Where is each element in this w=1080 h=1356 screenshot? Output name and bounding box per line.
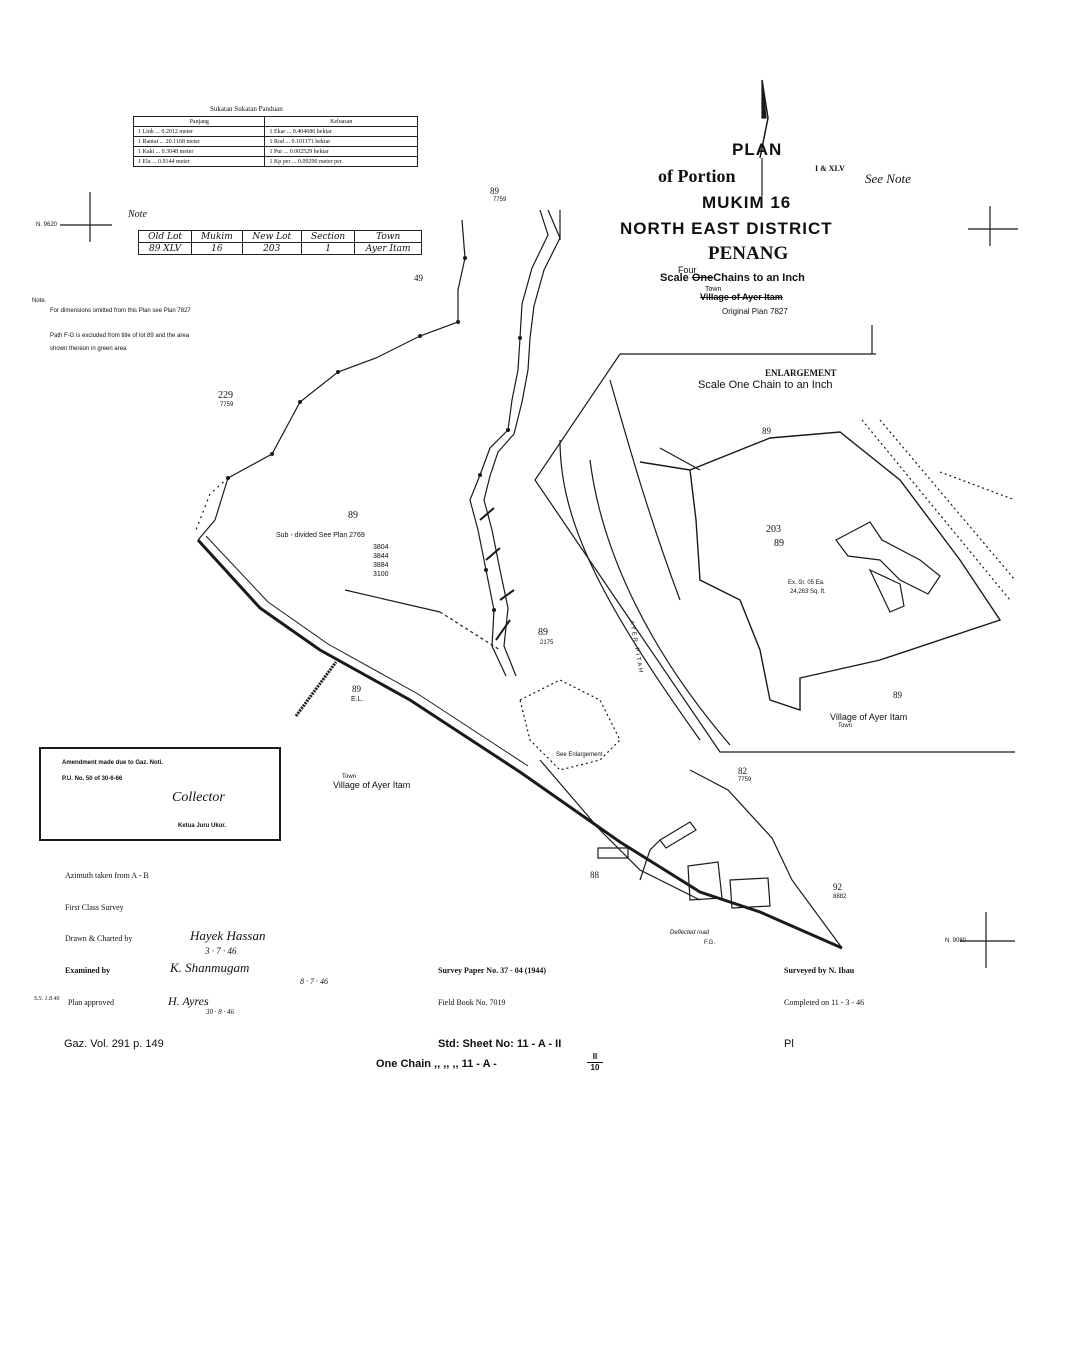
surveyed-by: Surveyed by N. Ibau [784, 966, 855, 975]
plan-approved-label: Plan approved [68, 998, 114, 1007]
drawn-label: Drawn & Charted by [65, 934, 133, 943]
lot-92: 92 [833, 882, 842, 892]
lot-82: 82 [738, 766, 747, 776]
one-chain-sheet: One Chain ,, ,, ,, 11 - A - [376, 1058, 497, 1070]
town-main: Town [342, 774, 357, 780]
amendment-signature: Collector [172, 790, 225, 805]
district-title: NORTH EAST DISTRICT [620, 219, 833, 238]
approved-date: 30 · 8 · 46 [206, 1008, 234, 1016]
village-main: Village of Ayer Itam [333, 780, 411, 790]
mukim-title: MUKIM 16 [702, 193, 792, 212]
std-sheet: Std: Sheet No: 11 - A - II [438, 1038, 562, 1050]
enlargement-scale: Scale One Chain to an Inch [698, 379, 833, 391]
lot-49: 49 [414, 273, 423, 283]
enlargement-title: ENLARGEMENT [765, 368, 837, 378]
lot-table-row: 89 XLV 16 203 1 Ayer Itam [137, 242, 422, 255]
drawn-signature: Hayek Hassan [190, 928, 266, 943]
conversion-row: 1 Kaki ... 0.3048 meter 1 Pur ... 0.0025… [132, 146, 418, 157]
approved-prefix: S.S. 1.8.46 [34, 996, 60, 1002]
conversion-table-title: Sukatan Sukatan Panduan [210, 105, 283, 113]
lot-89-top: 89 [490, 186, 499, 196]
survey-paper: Survey Paper No. 37 - 04 (1944) [438, 966, 547, 975]
scale-struck: One [691, 272, 714, 284]
lot-88: 88 [590, 870, 599, 880]
plan-title: PLAN [732, 140, 783, 159]
town-inserted: Town [705, 286, 722, 293]
original-plan: Original Pian 7827 [722, 307, 788, 316]
first-class-survey: First Class Survey [65, 903, 124, 912]
gazette-reference: Gaz. Vol. 291 p. 149 [64, 1038, 164, 1050]
notes-heading: Note. [32, 298, 47, 304]
see-note: See Note [865, 171, 911, 186]
notes-line-2: Path F-G is excluded from title of lot 8… [50, 333, 190, 339]
plan-number: Pl [784, 1038, 794, 1050]
examined-date: 8 · 7 · 46 [300, 977, 328, 986]
enlargement-area: Ex. Sr. 05 Ea. [788, 580, 825, 586]
drawn-date: 3 · 7 · 46 [205, 946, 237, 956]
approved-signature: H. Ayres [168, 994, 209, 1008]
lot-82-plan: 7759 [738, 777, 752, 783]
conversion-row: 1 Ela ... 0.9144 meter 1 Kp per ... 0.09… [132, 156, 418, 167]
amendment-line-2: P.U. No. 50 of 30-6-66 [62, 776, 123, 782]
lot-89-top-plan: 7759 [493, 197, 507, 203]
azimuth-note: Azimuth taken from A - B [65, 871, 149, 880]
lot-el-number: 89 [352, 684, 361, 694]
enlargement-lot-89-bottom: 89 [893, 690, 902, 700]
notes-line-3: shown thereon in green area [50, 346, 127, 352]
enlargement-village: Village of Ayer Itam [830, 712, 908, 722]
plan-list: 3804 3844 3884 3100 [373, 544, 389, 578]
lot-table: Old Lot Mukim New Lot Section Town 89 XL… [137, 230, 422, 255]
village-struck: Village of Ayer Itam [700, 292, 783, 302]
north-coordinate-left: N. 9620 [36, 222, 58, 228]
conversion-row: 1 Link ... 0.2012 meter 1 Ekar ... 0.404… [132, 126, 418, 137]
notes-line-1: For dimensions omitted from this Plan se… [50, 308, 191, 314]
conversion-row: 1 Rantai ... 20.1168 meter 1 Rod ... 0.1… [132, 136, 418, 147]
lot-89-center: 89 [538, 627, 548, 638]
lot-table-header: Old Lot Mukim New Lot Section Town [137, 230, 422, 243]
amendment-line-1: Amendment made due to Gaz. Noti. [62, 760, 164, 766]
completed-on: Completed on 11 - 3 - 46 [784, 998, 865, 1007]
examined-signature: K. Shanmugam [170, 960, 250, 975]
subdivided-note: Sub - divided See Plan 2769 [276, 532, 365, 539]
state-title: PENANG [708, 243, 789, 264]
enlargement-town: Town [838, 723, 853, 729]
lot-superscript: I & XLV [815, 164, 845, 173]
enlargement-lot-89-top: 89 [762, 426, 771, 436]
enlargement-area-2: 24,263 Sq. ft. [790, 589, 826, 595]
lot-89-center-plan: 2175 [540, 640, 554, 646]
amendment-officer: Ketua Juru Ukur. [178, 823, 227, 829]
examined-label: Examined by [65, 966, 111, 975]
lot-89-mid: 89 [348, 510, 358, 521]
lot-el-name: E.L. [351, 696, 364, 703]
north-coordinate-right: N. 9080 [945, 938, 967, 944]
lot-92-plan: 8882 [833, 894, 847, 900]
scale-inserted: Four [678, 265, 697, 275]
note-label: Note [128, 209, 147, 220]
conversion-col-right: Keluasan [264, 116, 418, 127]
lot-229-plan: 7759 [220, 402, 234, 408]
conversion-table: Panjang Keluasan 1 Link ... 0.2012 meter… [132, 116, 418, 167]
deflected-road: Deflected road [670, 930, 710, 936]
see-enlargement: See Enlargement [556, 752, 603, 758]
enlargement-lot-203: 203 [766, 524, 781, 535]
scale-line: Scale OneChains to an Inch [660, 272, 805, 284]
field-book: Field Book No. 7019 [438, 998, 506, 1007]
enlargement-lot-89: 89 [774, 538, 784, 549]
path-label: F.G. [704, 940, 716, 946]
portion-label: of Portion [658, 166, 736, 186]
sheet-fraction: II 10 [587, 1052, 603, 1073]
lot-229: 229 [218, 390, 233, 401]
conversion-col-left: Panjang [132, 116, 266, 127]
